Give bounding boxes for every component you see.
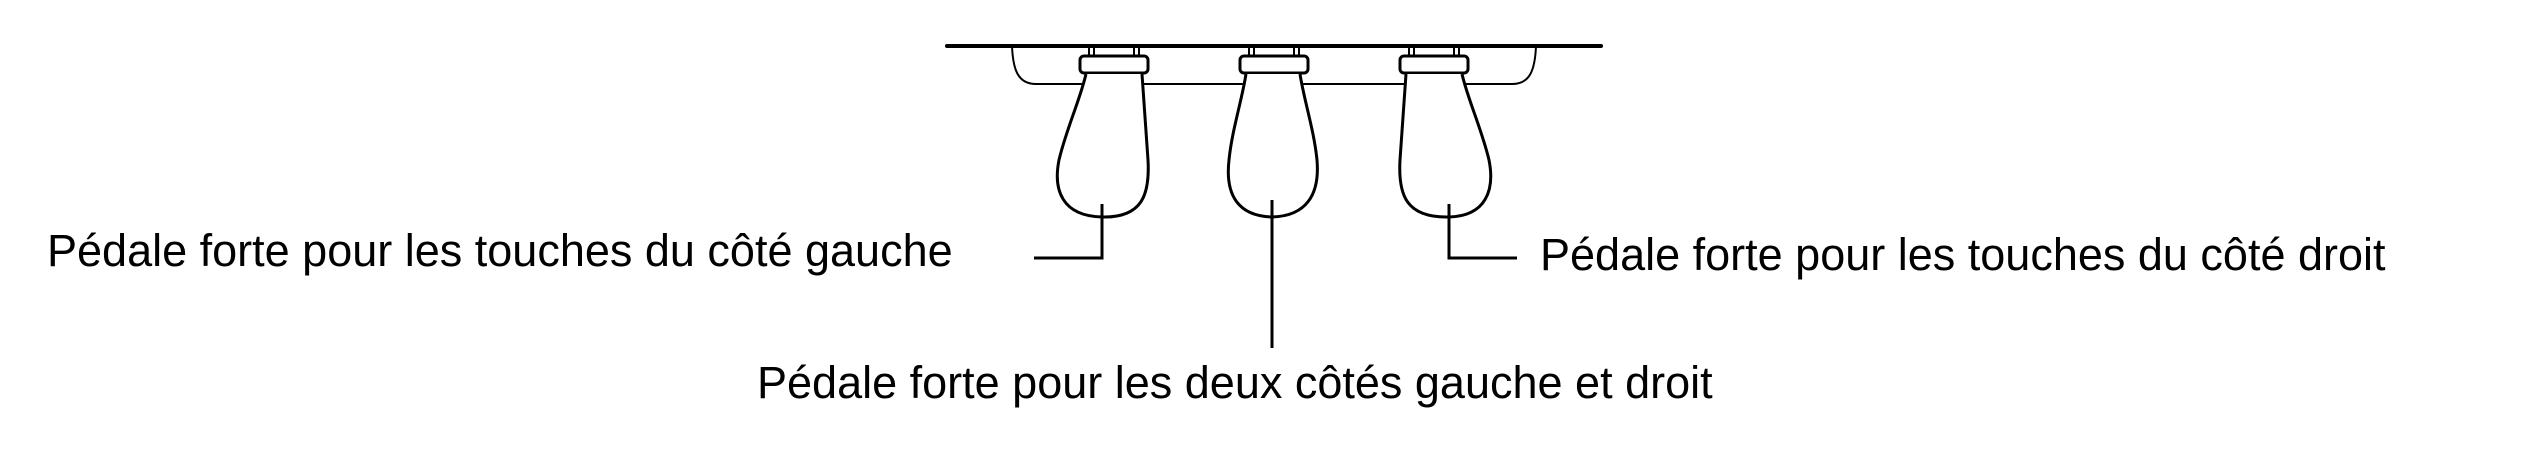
label-right-pedal: Pédale forte pour les touches du côté dr… [1540, 229, 2386, 280]
leader-line-left [1034, 204, 1104, 260]
pedal-right-body [1398, 73, 1493, 219]
pedal-left-collar [1078, 54, 1150, 75]
pedal-center [1226, 47, 1319, 219]
leader-line-right [1447, 204, 1517, 260]
pedal-center-body [1226, 73, 1319, 219]
pedal-left-body [1055, 73, 1150, 219]
label-center-pedal: Pédale forte pour les deux côtés gauche … [757, 357, 1713, 408]
pedal-right [1398, 47, 1493, 219]
pedal-left [1055, 47, 1150, 219]
pedal-center-collar [1238, 54, 1310, 75]
label-left-pedal: Pédale forte pour les touches du côté ga… [47, 225, 953, 276]
pedal-right-collar [1398, 54, 1470, 75]
